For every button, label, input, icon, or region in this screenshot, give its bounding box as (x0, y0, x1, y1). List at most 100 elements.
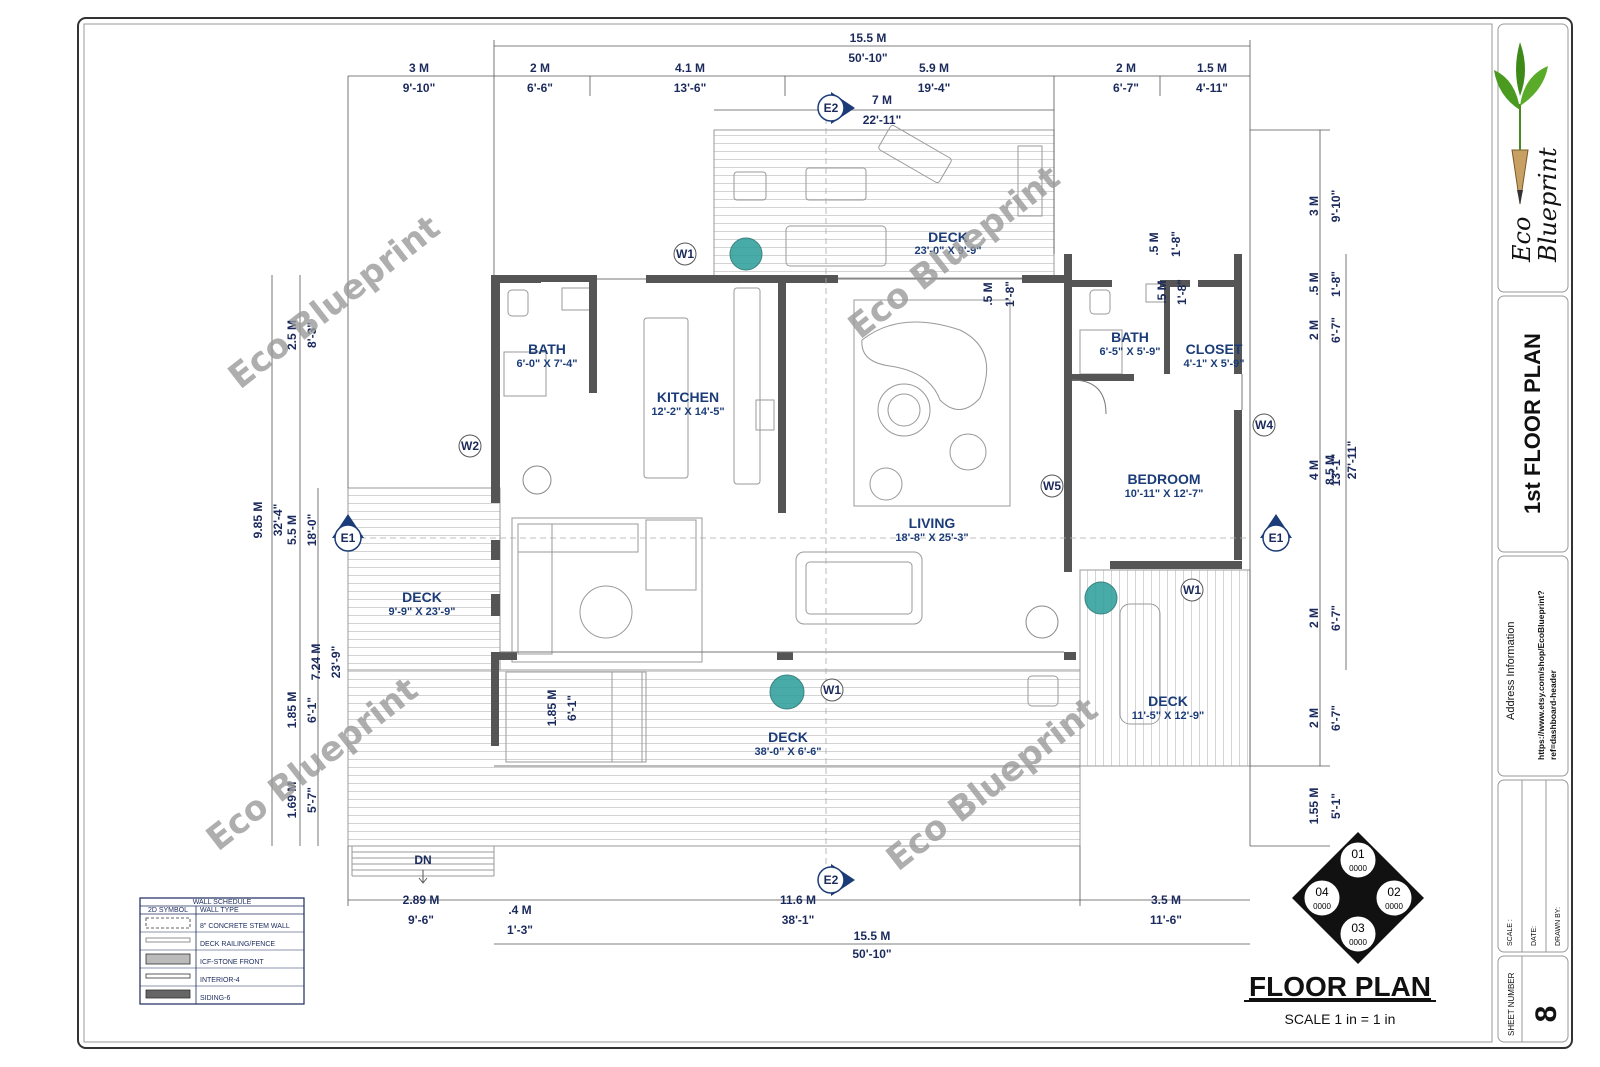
sheet-number-label: SHEET NUMBER (1507, 972, 1516, 1036)
dim-right-seg7-m: 1.55 M (1307, 788, 1321, 825)
dim-top-seg1-ft: 9'-10" (403, 81, 436, 95)
view-compass: 01 0000 02 0000 03 0000 04 0000 (1292, 832, 1424, 964)
compass-01: 01 (1351, 847, 1365, 861)
dim-bottom-total-ft: 50'-10" (852, 947, 891, 961)
room-deck-bottom-name: DECK (768, 729, 808, 745)
sofa-rug (511, 517, 703, 663)
stair-dn-label: DN (414, 853, 431, 867)
w4-label: W4 (1255, 418, 1273, 432)
dim-left-seg1-ft: 8'-3" (305, 322, 319, 348)
wall-type-2: DECK RAILING/FENCE (200, 941, 275, 948)
room-deck-left-size: 9'-9" X 23'-9" (388, 606, 455, 618)
room-closet-name: CLOSET (1186, 341, 1243, 357)
dim-bottom-seg1-ft: 9'-6" (408, 913, 434, 927)
compass-03: 03 (1351, 921, 1365, 935)
dim-top-seg6-m: 1.5 M (1197, 61, 1227, 75)
w2-label: W2 (461, 439, 479, 453)
dim-inner-deck-ft: 6'-1" (565, 695, 579, 721)
shop-url-line1: https://www.etsy.com/shop/EcoBlueprint? (1536, 590, 1546, 760)
dim-left-deck-ft: 23'-9" (329, 646, 343, 679)
wall-schedule: WALL SCHEDULE 2D SYMBOL WALL TYPE 8" CON… (139, 897, 305, 1005)
w1-top-label: W1 (676, 247, 694, 261)
dim-top-seg6-ft: 4'-11" (1196, 81, 1228, 95)
dim-top-seg4-m: 5.9 M (919, 61, 949, 75)
dim-top-total-m: 15.5 M (850, 31, 887, 45)
dim-left-total-m: 9.85 M (251, 502, 265, 539)
marker-e2-top-label: E2 (824, 101, 839, 115)
dim-top-seg2-m: 2 M (530, 61, 550, 75)
dim-bottom-total-m: 15.5 M (854, 929, 891, 943)
dim-left-seg2-ft: 18'-0" (305, 514, 319, 547)
dim-right-total-m: 8.5 M (1323, 455, 1337, 485)
compass-02-code: 0000 (1385, 902, 1403, 911)
marker-e1-left-label: E1 (341, 531, 356, 545)
wall-schedule-title: WALL SCHEDULE (193, 899, 252, 906)
furniture (503, 124, 1169, 763)
deck-top-area (713, 129, 1055, 279)
marker-e2-bottom-label: E2 (824, 873, 839, 887)
dim-bottom-seg1-m: 2.89 M (403, 893, 440, 907)
brand-logo (1494, 42, 1548, 205)
dim-wall-b-m: .5 M (1147, 232, 1161, 255)
dim-deck-top-ft: 22'-11" (863, 113, 902, 127)
compass-04-code: 0000 (1313, 902, 1331, 911)
room-deck-right-size: 11'-5" X 12'-9" (1132, 710, 1205, 722)
compass-04: 04 (1315, 885, 1329, 899)
dim-inner-deck-m: 1.85 M (545, 690, 559, 727)
dim-left-seg4-ft: 5'-7" (305, 787, 319, 813)
dim-wall-c-ft: 1'-8" (1175, 279, 1189, 305)
dim-top-seg2-ft: 6'-6" (527, 81, 553, 95)
dim-right-seg5-ft: 6'-7" (1329, 605, 1343, 631)
dim-bottom-seg2-ft: 1'-3" (507, 923, 533, 937)
sheet-title: 1st FLOOR PLAN (1520, 333, 1545, 514)
dim-right-seg5-m: 2 M (1307, 608, 1321, 628)
compass-02: 02 (1387, 885, 1401, 899)
window-marker-w2: W2 (458, 434, 482, 458)
dim-right-seg6-m: 2 M (1307, 708, 1321, 728)
dim-right-seg2-m: .5 M (1307, 272, 1321, 295)
compass-03-code: 0000 (1349, 938, 1367, 947)
room-deck-bottom-size: 38'-0" X 6'-6" (754, 746, 821, 758)
dim-bottom-seg2-m: .4 M (508, 903, 531, 917)
dim-top-total-ft: 50'-10" (848, 51, 887, 65)
dim-wall-a-ft: 1'-8" (1003, 281, 1017, 307)
sheet-border (77, 17, 1573, 1049)
dim-left-seg2-m: 5.5 M (285, 515, 299, 545)
dim-bottom-seg3-m: 11.6 M (780, 893, 816, 907)
elevation-marker-e2-bottom: E2 (817, 864, 855, 896)
watermark-1: Eco Blueprint (221, 208, 448, 398)
window-marker-w4: W4 (1252, 413, 1276, 437)
brand-name-line1: Eco (1508, 217, 1536, 263)
room-bedroom-name: BEDROOM (1127, 471, 1200, 487)
w5-label: W5 (1043, 479, 1061, 493)
marker-e1-right-label: E1 (1269, 531, 1284, 545)
plan-scale: SCALE 1 in = 1 in (1285, 1011, 1396, 1027)
dim-wall-a-m: .5 M (981, 282, 995, 305)
dim-right-seg7-ft: 5'-1" (1329, 793, 1343, 819)
date-label: DATE: (1531, 926, 1538, 946)
room-deck-top-size: 23'-0" X 9'-9" (914, 245, 981, 257)
room-bath-right-size: 6'-5" X 5'-9" (1100, 346, 1161, 358)
window-marker-w5: W5 (1040, 474, 1064, 498)
plan-title: FLOOR PLAN (1249, 971, 1431, 1002)
dim-right-seg2-ft: 1'-8" (1329, 271, 1343, 297)
room-living-size: 18'-8" X 25'-3" (895, 532, 968, 544)
drawn-by-label: DRAWN BY: (1555, 907, 1562, 946)
potted-plants (522, 465, 1059, 639)
elevation-marker-e1-right: E1 (1260, 514, 1292, 552)
drawing-border (83, 23, 1493, 1043)
dim-top-seg5-m: 2 M (1116, 61, 1136, 75)
room-bedroom-size: 10'-11" X 12'-7" (1125, 488, 1204, 500)
living-rug (853, 299, 1011, 507)
centerlines (360, 118, 1250, 870)
plants (729, 237, 1118, 710)
room-bath-left-name: BATH (528, 341, 566, 357)
dim-wall-c-m: .5 M (1155, 280, 1169, 303)
window-marker-w1-bottom: W1 (820, 678, 844, 702)
room-deck-left-name: DECK (402, 589, 442, 605)
address-label: Address Information (1505, 622, 1517, 720)
deck-bottom-area (347, 669, 1081, 847)
dim-bottom-seg4-ft: 11'-6" (1150, 913, 1182, 927)
compass-01-code: 0000 (1349, 864, 1367, 873)
dim-right-total-ft: 27'-11" (1345, 441, 1359, 480)
